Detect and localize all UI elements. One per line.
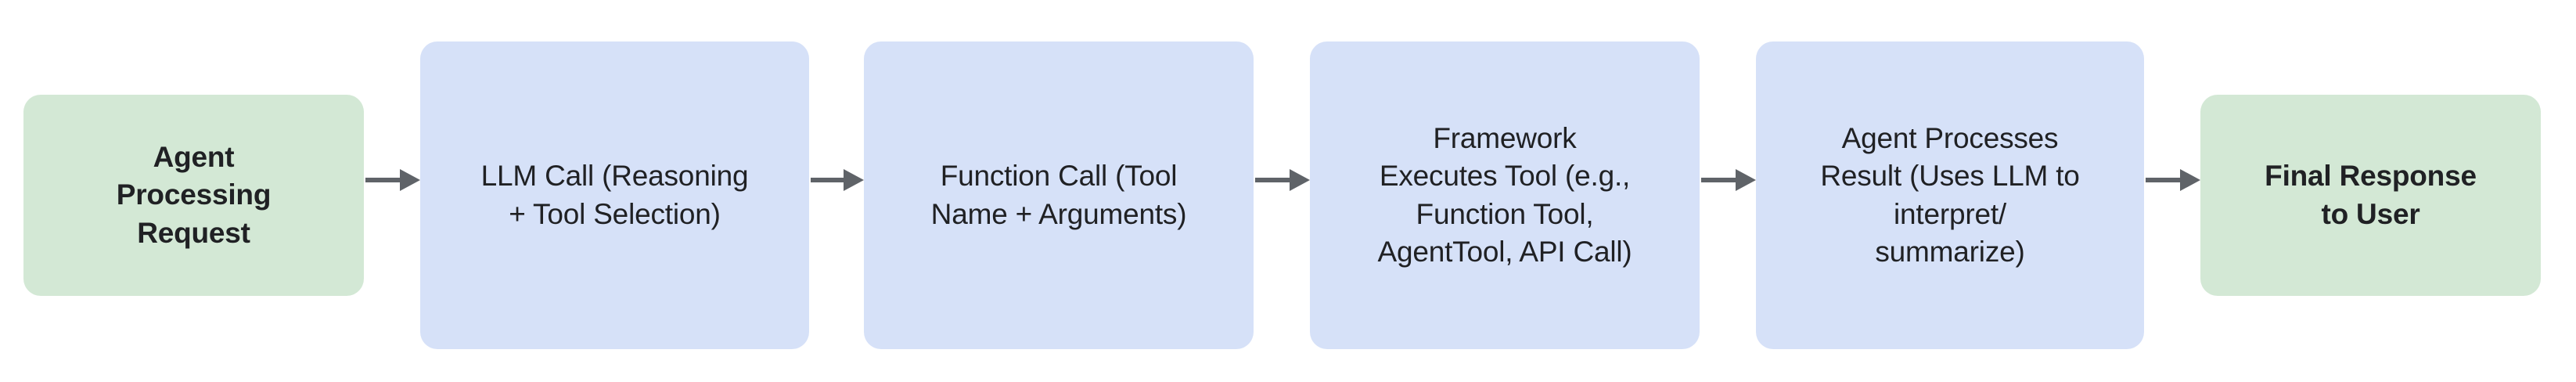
flow-arrow-4 <box>1701 164 1756 196</box>
flow-node-agent-processes-result[interactable]: Agent Processes Result (Uses LLM to inte… <box>1756 41 2144 349</box>
flow-node-label: Final Response to User <box>2265 160 2477 230</box>
flow-node-final-response-to-user[interactable]: Final Response to User <box>2200 95 2541 296</box>
flow-arrow-5 <box>2146 164 2200 196</box>
flow-node-label: Agent Processes Result (Uses LLM to inte… <box>1820 122 2080 268</box>
flow-arrow-2 <box>811 164 864 196</box>
flow-node-agent-processing-request[interactable]: Agent Processing Request <box>23 95 364 296</box>
flow-node-label: Agent Processing Request <box>116 141 272 249</box>
flow-arrow-3 <box>1255 164 1310 196</box>
flow-node-label: Framework Executes Tool (e.g., Function … <box>1377 122 1632 268</box>
flow-node-llm-call[interactable]: LLM Call (Reasoning + Tool Selection) <box>420 41 809 349</box>
flow-node-framework-executes-tool[interactable]: Framework Executes Tool (e.g., Function … <box>1310 41 1700 349</box>
flow-arrow-1 <box>365 164 420 196</box>
flow-node-label: LLM Call (Reasoning + Tool Selection) <box>480 160 749 230</box>
flow-node-label: Function Call (Tool Name + Arguments) <box>930 160 1187 230</box>
flow-node-function-call[interactable]: Function Call (Tool Name + Arguments) <box>864 41 1254 349</box>
